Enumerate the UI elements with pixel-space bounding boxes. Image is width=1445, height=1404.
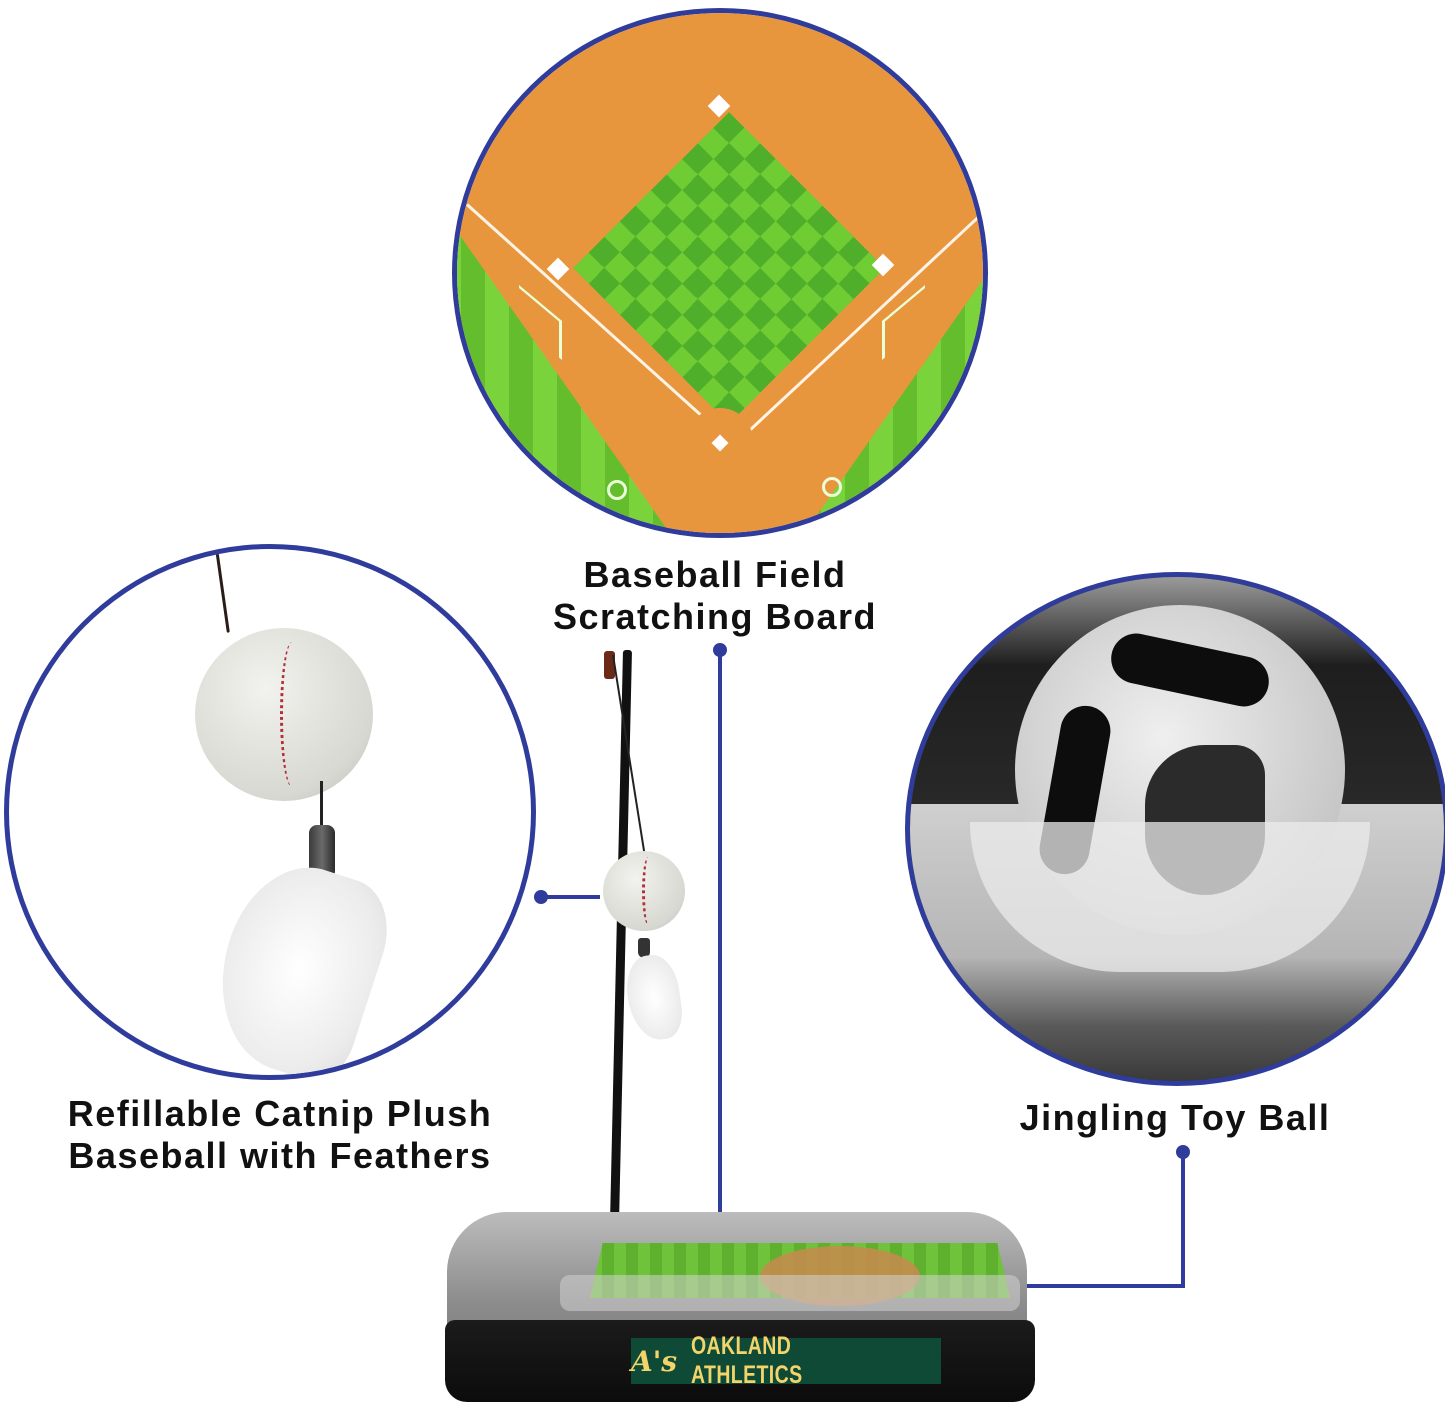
ball-connector-line-horizontal <box>997 1284 1185 1288</box>
baseball-stitches <box>642 857 655 925</box>
plush-baseball-small-icon <box>603 851 685 931</box>
on-deck-circle-left <box>607 480 627 500</box>
ball-slot <box>1106 628 1274 712</box>
ball-connector-line-vertical <box>1181 1152 1185 1287</box>
pole-tip <box>604 651 615 679</box>
jingle-ball-closeup-circle <box>905 572 1445 1086</box>
on-deck-circle-right <box>822 477 842 497</box>
elastic-string <box>320 781 323 833</box>
team-name: OAKLAND ATHLETICS <box>691 1332 803 1389</box>
catnip-connector-line <box>540 895 600 899</box>
baseball-stitches <box>280 641 304 788</box>
feather-cap-small <box>638 938 650 958</box>
catnip-closeup-circle <box>4 544 536 1080</box>
team-nameplate: A's OAKLAND ATHLETICS <box>631 1332 941 1389</box>
field-connector-line <box>718 650 722 1244</box>
field-callout-label: Baseball Field Scratching Board <box>495 554 935 638</box>
catnip-callout-label: Refillable Catnip Plush Baseball with Fe… <box>20 1093 540 1177</box>
field-closeup-circle <box>452 8 988 538</box>
elastic-string <box>215 549 230 633</box>
catnip-callout-line2: Baseball with Feathers <box>68 1135 492 1176</box>
feather-icon <box>195 848 403 1075</box>
catnip-callout-line1: Refillable Catnip Plush <box>67 1093 493 1134</box>
tray-ball-track <box>560 1275 1020 1311</box>
feather-small-icon <box>622 951 686 1044</box>
field-callout-line2: Scratching Board <box>552 596 878 637</box>
field-callout-line1: Baseball Field <box>583 554 847 595</box>
toy-pole <box>609 649 632 1240</box>
ball-callout-label: Jingling Toy Ball <box>985 1097 1365 1139</box>
team-logo-icon: A's <box>631 1344 678 1378</box>
plush-baseball-icon <box>195 628 373 801</box>
ball-callout-line1: Jingling Toy Ball <box>1019 1097 1331 1138</box>
